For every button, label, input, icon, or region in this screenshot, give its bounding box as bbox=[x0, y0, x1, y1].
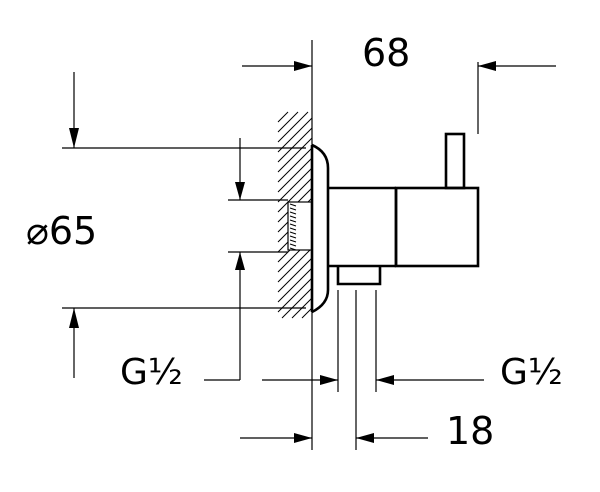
rosette-diameter-label: ⌀65 bbox=[26, 209, 97, 253]
dimension-lines bbox=[62, 40, 556, 450]
inlet-thread-label: G½ bbox=[120, 352, 183, 393]
overall-depth-label: 68 bbox=[362, 31, 410, 75]
outlet-offset-label: 18 bbox=[446, 409, 494, 453]
outlet-thread-label: G½ bbox=[500, 352, 563, 393]
wall-hatching bbox=[277, 111, 313, 319]
valve-body bbox=[287, 132, 480, 314]
